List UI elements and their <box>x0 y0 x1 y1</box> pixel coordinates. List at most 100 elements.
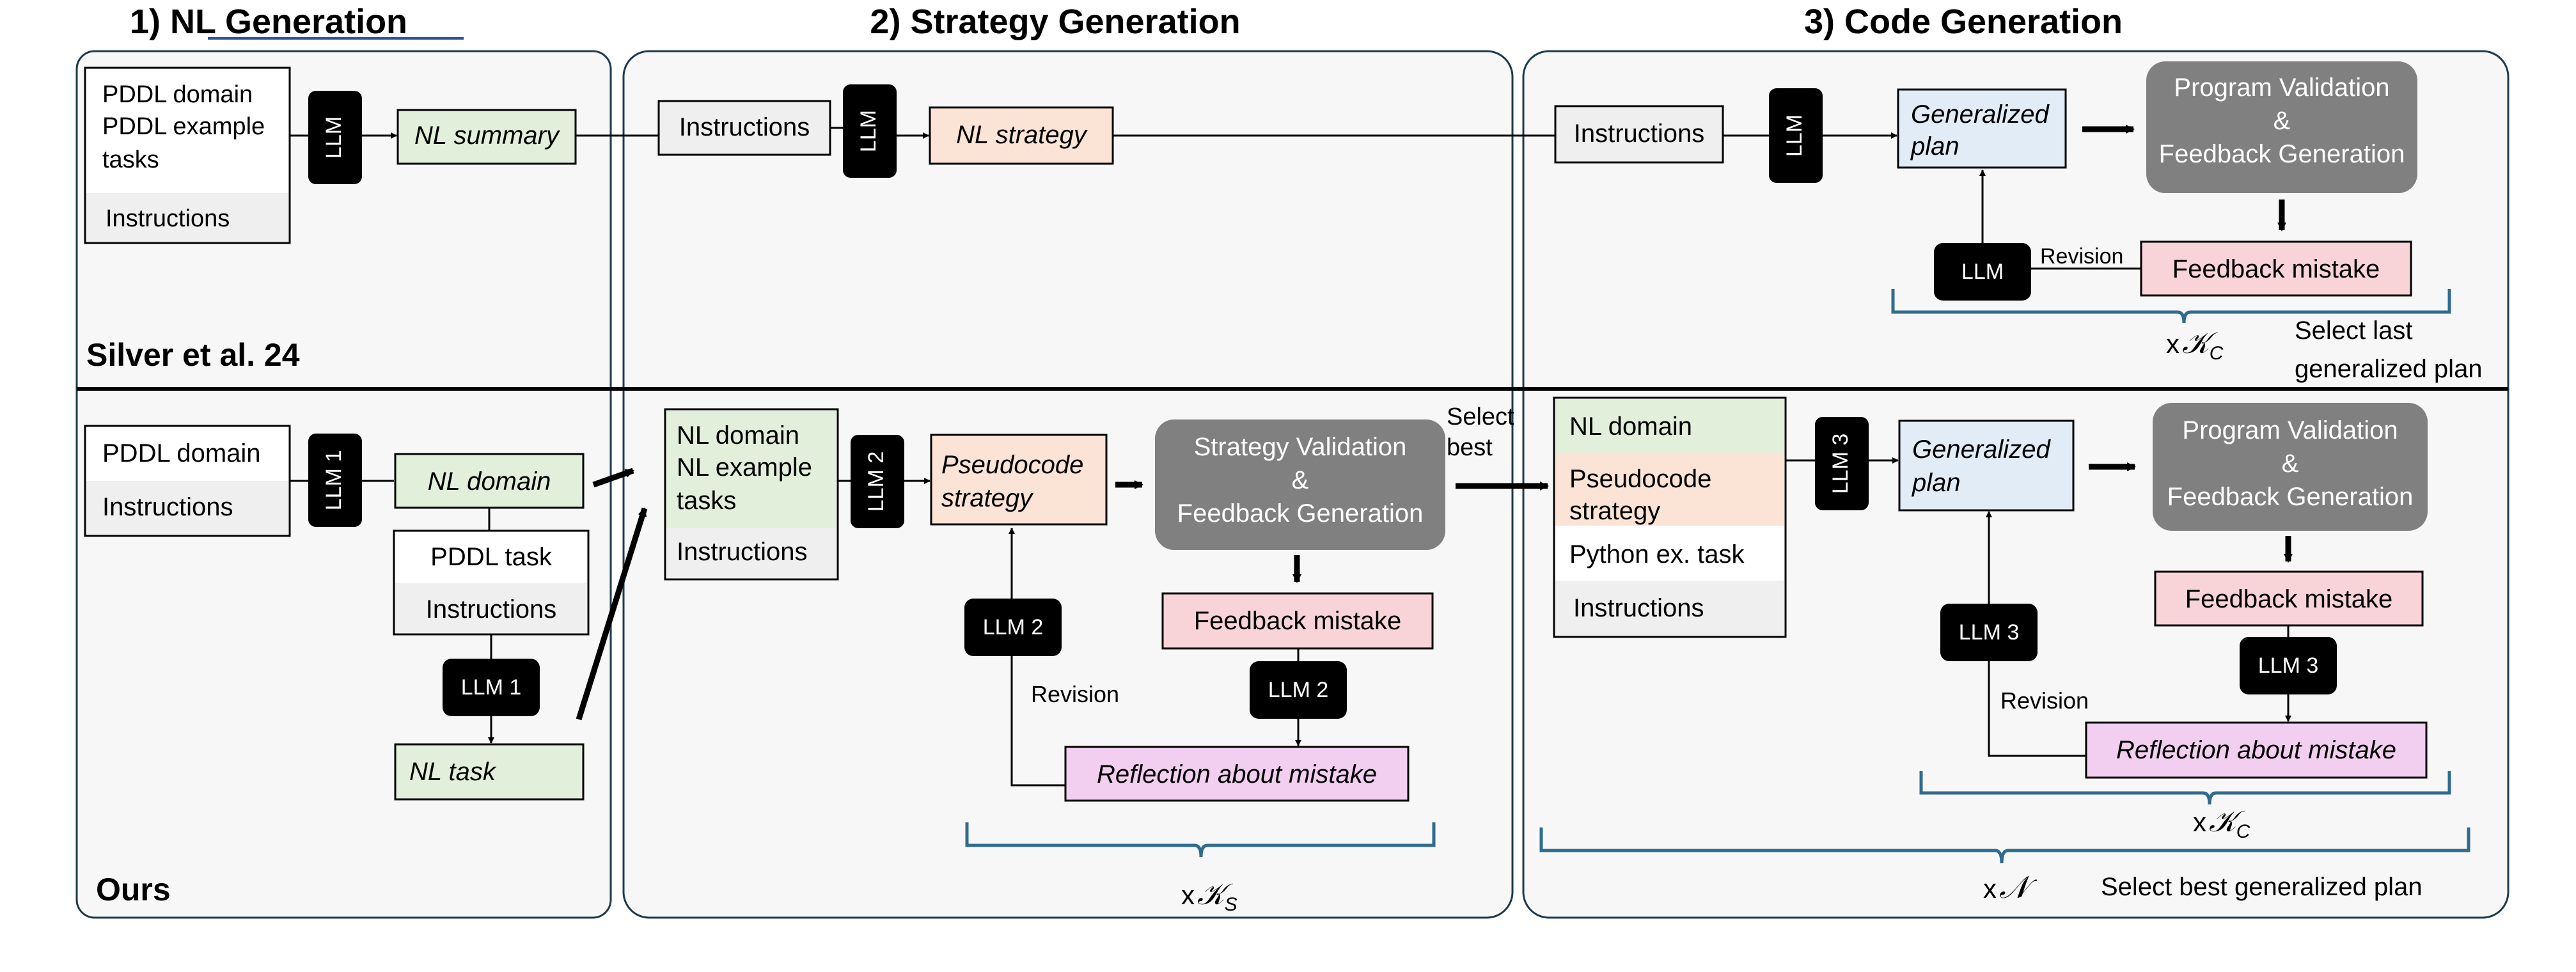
bottom-llm3-revision <box>1940 604 2038 661</box>
top-feedback-mistake-label: Feedback mistake <box>2172 255 2380 283</box>
code-input-pseudocode-line-2: strategy <box>1569 497 1660 525</box>
code-input-instructions-bg <box>1555 581 1784 636</box>
header-strategy-generation: 2) Strategy Generation <box>870 3 1240 41</box>
select-best-generalized-plan: Select best generalized plan <box>2101 873 2423 901</box>
bottom-llm3-revision-label: LLM 3 <box>1959 620 2020 645</box>
code-feedback-mistake-box <box>2154 570 2424 627</box>
bottom-llm2-revision-label: LLM 2 <box>983 615 1044 639</box>
bottom-edge-domain-strategy <box>592 467 634 488</box>
header-code-generation: 3) Code Generation <box>1804 3 2123 41</box>
code-reflection-box <box>2085 721 2428 779</box>
bottom-input-instructions-bg <box>86 481 288 535</box>
bottom-llm2-revision <box>964 599 1062 656</box>
top-input-instructions-bg <box>86 193 288 242</box>
bottom-llm2-strategy-label: LLM 2 <box>864 451 888 512</box>
bottom-generalized-plan-box <box>1898 419 2075 512</box>
strategy-reflection-box <box>1064 746 1410 802</box>
bottom-edge-reflection-plan <box>1986 511 2086 757</box>
top-code-instructions: Instructions <box>1574 120 1705 148</box>
strategy-input-instructions: Instructions <box>677 538 808 566</box>
bottom-generalized-plan-line-1: Generalized <box>1912 435 2051 464</box>
strategy-validation-box <box>1155 419 1445 550</box>
bottom-pddl-domain: PDDL domain <box>102 439 261 467</box>
code-input-instructions: Instructions <box>1573 594 1704 622</box>
pseudocode-strategy-box <box>930 434 1108 526</box>
top-strategy-instructions: Instructions <box>679 113 810 141</box>
strategy-feedback-mistake-box <box>1161 592 1434 650</box>
strategy-validation-line-1: Strategy Validation <box>1194 433 1407 461</box>
top-generalized-plan-line-1: Generalized <box>1911 100 2050 129</box>
code-n-multiplier-x: x <box>1983 874 1997 904</box>
bottom-task-instructions: Instructions <box>426 595 557 623</box>
code-input-nl-domain: NL domain <box>1569 412 1692 441</box>
top-brace-kc <box>1891 289 2451 324</box>
nl-summary-box <box>397 109 577 165</box>
ours-row-label: Ours <box>96 872 171 907</box>
code-revision-label: Revision <box>2000 687 2089 714</box>
strategy-feedback-mistake-label: Feedback mistake <box>1194 607 1402 635</box>
code-multiplier-x: x <box>2193 807 2206 837</box>
top-kc-symbol: 𝒦C <box>2182 326 2224 364</box>
top-llm-strategy <box>843 84 897 178</box>
bottom-llm1-domain <box>308 434 362 527</box>
top-revision-label: Revision <box>2040 244 2123 269</box>
strategy-input-line-1: NL domain <box>677 421 799 450</box>
bottom-llm1-domain-label: LLM 1 <box>322 450 346 511</box>
top-strategy-instructions-box <box>657 100 831 156</box>
code-input-nl-domain-bg <box>1555 399 1784 453</box>
strategy-input-green-bg <box>666 411 836 528</box>
bottom-llm3-code-label: LLM 3 <box>1828 434 1853 494</box>
top-program-validation-line-3: Feedback Generation <box>2159 140 2405 168</box>
top-multiplier-x: x <box>2166 329 2179 359</box>
baseline-row-label: Silver et al. 24 <box>86 337 300 373</box>
top-program-validation-box <box>2146 61 2417 193</box>
bottom-llm3-reflection <box>2240 637 2337 694</box>
code-brace-n <box>1539 827 2470 864</box>
code-input-pseudocode-line-1: Pseudocode <box>1569 465 1711 493</box>
top-input-instructions: Instructions <box>106 205 230 232</box>
nl-summary-label: NL summary <box>414 122 561 150</box>
bottom-llm3-code <box>1815 417 1869 510</box>
bottom-program-validation-line-2: & <box>2282 450 2299 478</box>
bottom-task-instructions-bg <box>395 583 587 633</box>
strategy-reflection-label: Reflection about mistake <box>1097 760 1377 788</box>
top-feedback-mistake-box <box>2140 240 2412 297</box>
top-llm-strategy-label: LLM <box>856 110 881 152</box>
strategy-brace-ks <box>965 822 1436 858</box>
bottom-program-validation-box <box>2153 403 2428 531</box>
top-select-last-line-2: generalized plan <box>2295 355 2483 383</box>
code-brace-kc <box>1919 771 2451 805</box>
bottom-nl-domain-box <box>394 453 585 509</box>
pseudocode-strategy-line-2: strategy <box>941 484 1034 512</box>
strategy-input-line-3: tasks <box>677 487 736 515</box>
bottom-nl-domain-label: NL domain <box>428 467 551 496</box>
strategy-multiplier-x: x <box>1181 880 1195 910</box>
strategy-ks-symbol: 𝒦S <box>1197 877 1237 915</box>
top-input-line-3: tasks <box>102 146 159 173</box>
select-best-line-1: Select <box>1447 404 1514 430</box>
bottom-generalized-plan-line-2: plan <box>1912 469 1961 497</box>
strategy-revision-label: Revision <box>1031 681 1119 707</box>
top-llm-code-label: LLM <box>1782 114 1807 157</box>
top-program-validation-line-1: Program Validation <box>2174 74 2389 102</box>
bottom-llm2-strategy <box>851 435 904 528</box>
bottom-input-instructions: Instructions <box>102 493 233 521</box>
top-input-line-2: PDDL example <box>102 113 265 140</box>
bottom-nl-task-label: NL task <box>409 758 497 786</box>
strategy-validation-line-3: Feedback Generation <box>1177 499 1424 528</box>
strategy-input-instructions-bg <box>666 528 836 578</box>
bottom-llm2-reflection <box>1250 661 1347 719</box>
code-input-pseudocode-bg <box>1555 453 1784 526</box>
bottom-llm3-reflection-label: LLM 3 <box>2258 654 2319 678</box>
pseudocode-strategy-line-1: Pseudocode <box>941 451 1083 479</box>
select-best-line-2: best <box>1447 434 1493 461</box>
bottom-llm2-reflection-label: LLM 2 <box>1268 678 1329 702</box>
bottom-program-validation-line-3: Feedback Generation <box>2167 483 2414 511</box>
code-feedback-mistake-label: Feedback mistake <box>2185 585 2393 613</box>
bottom-llm1-task-label: LLM 1 <box>461 675 522 700</box>
bottom-nl-task-box <box>394 743 585 801</box>
bottom-pddl-task: PDDL task <box>430 543 553 571</box>
top-llm-code <box>1769 88 1823 183</box>
top-llm-revision <box>1934 243 2031 301</box>
